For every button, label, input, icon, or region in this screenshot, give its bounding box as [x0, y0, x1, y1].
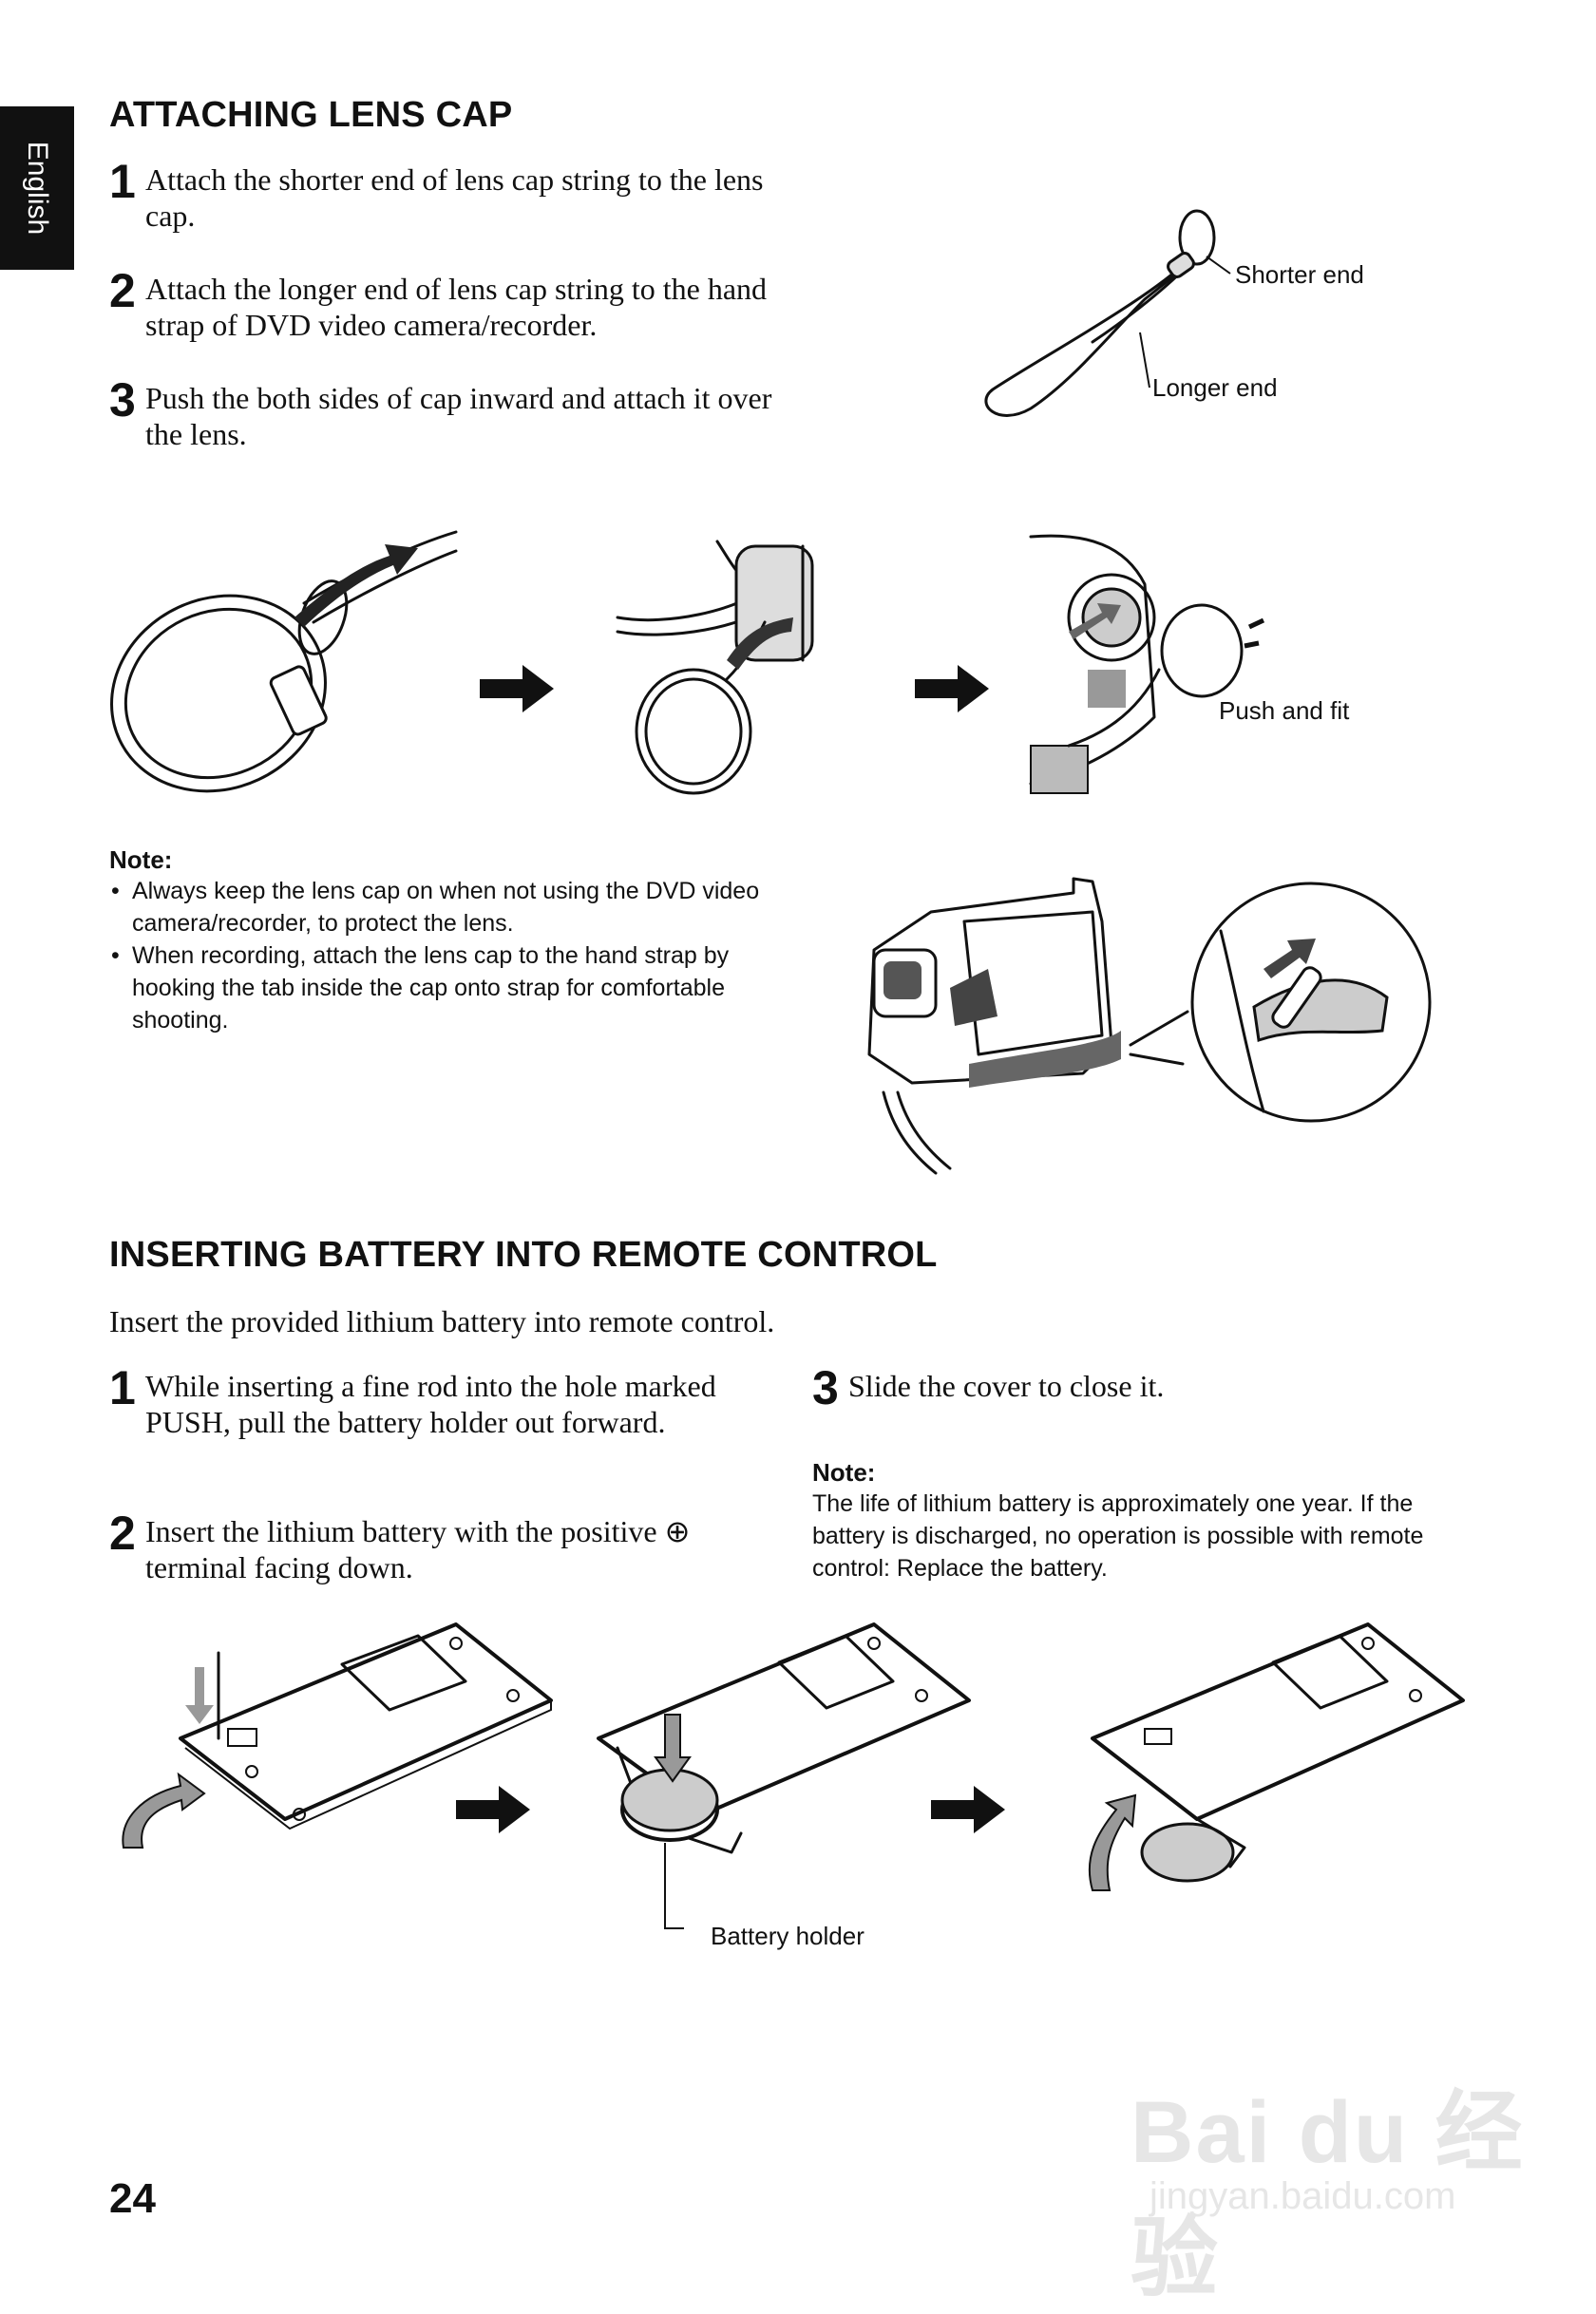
- section-heading-battery: INSERTING BATTERY INTO REMOTE CONTROL: [109, 1235, 938, 1275]
- step-text: Insert the lithium battery with the posi…: [145, 1514, 691, 1584]
- camera-hand-strap-illustration: [867, 877, 1432, 1175]
- lens-cap-string-illustration: [984, 209, 1231, 417]
- lens-cap-step-3: 3 Push the both sides of cap inward and …: [109, 373, 774, 452]
- push-and-fit-label: Push and fit: [1219, 696, 1350, 725]
- step-number: 2: [109, 264, 136, 317]
- longer-end-label: Longer end: [1152, 373, 1278, 402]
- battery-step-3: 3 Slide the cover to close it.: [812, 1361, 1496, 1414]
- battery-step-2: 2 Insert the lithium battery with the po…: [109, 1507, 774, 1585]
- page-number: 24: [109, 2175, 156, 2222]
- note-item: Always keep the lens cap on when not usi…: [109, 875, 793, 939]
- cap-on-hand-strap-illustration: [616, 540, 814, 795]
- step-text: Slide the cover to close it.: [848, 1369, 1165, 1403]
- step-text: Attach the longer end of lens cap string…: [145, 272, 768, 342]
- lens-cap-step-2: 2 Attach the longer end of lens cap stri…: [109, 264, 774, 343]
- battery-step-1: 1 While inserting a fine rod into the ho…: [109, 1361, 774, 1440]
- battery-intro: Insert the provided lithium battery into…: [109, 1304, 775, 1338]
- step-number: 3: [812, 1361, 839, 1414]
- step-number: 2: [109, 1507, 136, 1560]
- arrow-right-icon: [480, 665, 554, 712]
- note-title: Note:: [109, 845, 173, 874]
- step-number: 3: [109, 373, 136, 427]
- arrow-right-icon: [931, 1786, 1005, 1833]
- step-text: Attach the shorter end of lens cap strin…: [145, 162, 764, 233]
- lens-cap-note: Note: Always keep the lens cap on when n…: [109, 845, 793, 1036]
- battery-note: Note: The life of lithium battery is app…: [812, 1458, 1477, 1584]
- arrow-right-icon: [456, 1786, 530, 1833]
- battery-holder-label: Battery holder: [711, 1922, 864, 1950]
- section-heading-lens-cap: ATTACHING LENS CAP: [109, 95, 513, 135]
- cap-on-camera-lens-illustration: [1029, 534, 1265, 794]
- language-tab-label: English: [22, 141, 53, 236]
- step-text: Push the both sides of cap inward and at…: [145, 381, 772, 451]
- note-title: Note:: [812, 1458, 876, 1487]
- remote-insert-battery-illustration: [597, 1622, 971, 1929]
- watermark-url: jingyan.baidu.com: [1150, 2175, 1456, 2217]
- watermark-logo: Bai du 经验: [1130, 2084, 1525, 2307]
- arrow-right-icon: [915, 665, 989, 712]
- step-number: 1: [109, 1361, 136, 1414]
- note-item: When recording, attach the lens cap to t…: [109, 939, 793, 1036]
- lens-cap-with-string-illustration: [110, 530, 458, 793]
- shorter-end-label: Shorter end: [1235, 260, 1364, 289]
- language-tab: English: [0, 106, 74, 270]
- note-text: The life of lithium battery is approxima…: [812, 1490, 1424, 1582]
- remote-close-cover-illustration: [1088, 1622, 1465, 1891]
- step-number: 1: [109, 155, 136, 208]
- lens-cap-step-1: 1 Attach the shorter end of lens cap str…: [109, 155, 774, 234]
- remote-pull-holder-illustration: [122, 1622, 553, 1849]
- step-text: While inserting a fine rod into the hole…: [145, 1369, 716, 1439]
